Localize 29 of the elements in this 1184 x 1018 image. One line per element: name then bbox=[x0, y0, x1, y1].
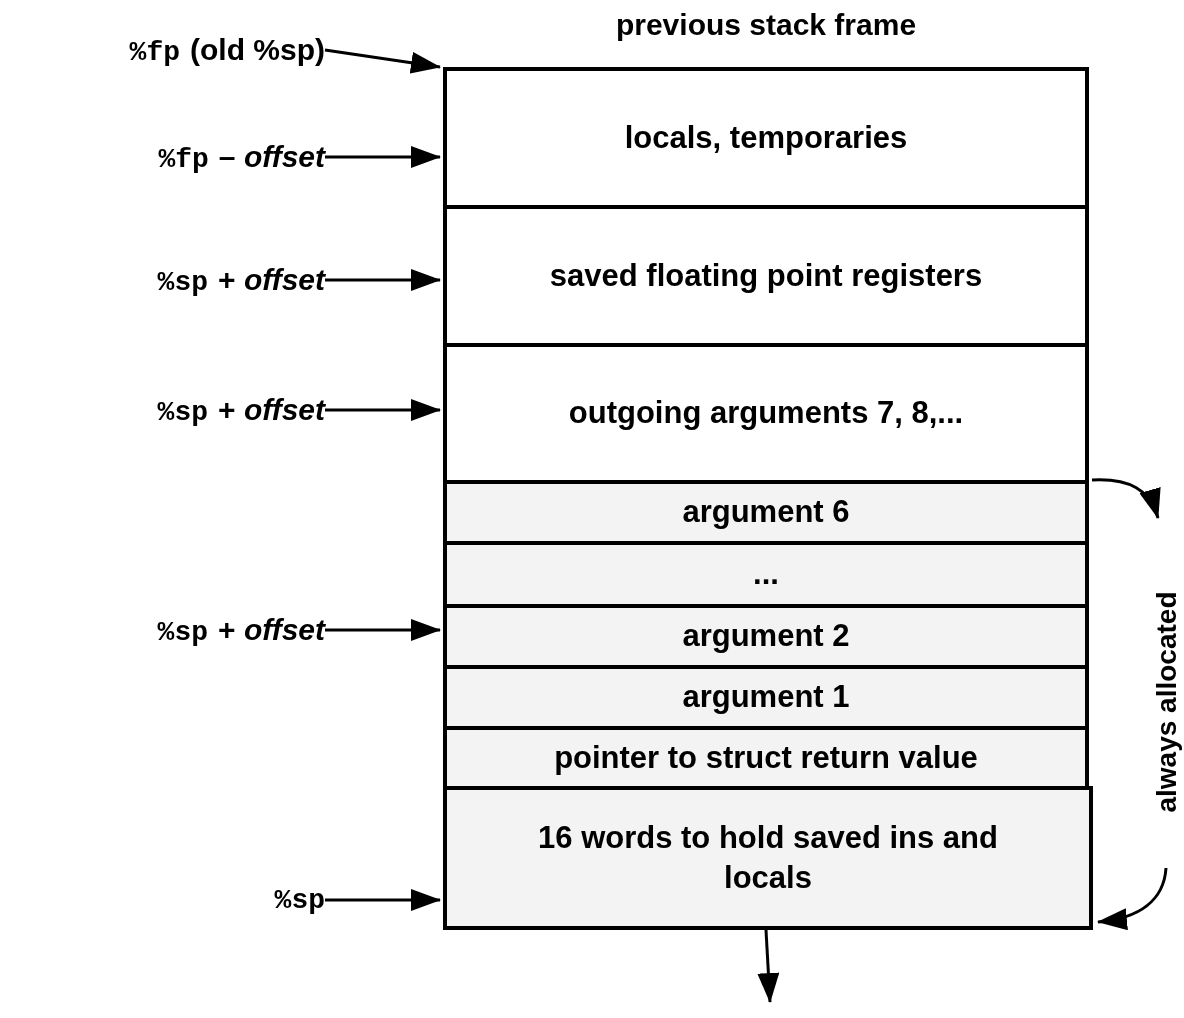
slot-label: outgoing arguments 7, 8,... bbox=[567, 394, 965, 433]
arrow bbox=[325, 269, 441, 291]
slot-label: locals, temporaries bbox=[623, 118, 909, 157]
slot-label: 16 words to hold saved ins and locals bbox=[537, 818, 999, 897]
register-label: %fp bbox=[158, 143, 209, 175]
register-label: %sp bbox=[157, 266, 208, 298]
register-label: %sp bbox=[157, 616, 208, 648]
offset-label: (old %sp) bbox=[190, 32, 325, 67]
arrow bbox=[325, 146, 441, 168]
slot-label: pointer to struct return value bbox=[553, 738, 979, 777]
arrow bbox=[325, 889, 441, 911]
arrow bbox=[324, 48, 441, 74]
register-label: %sp bbox=[157, 396, 208, 428]
stack-slot bbox=[443, 786, 1093, 930]
arrow bbox=[325, 399, 441, 421]
slot-label: saved floating point registers bbox=[548, 256, 984, 295]
slot-label: argument 1 bbox=[681, 678, 851, 717]
register-label: %fp bbox=[129, 36, 180, 68]
arrow bbox=[325, 619, 441, 641]
slot-label: argument 2 bbox=[681, 617, 851, 656]
offset-label: + offset bbox=[218, 612, 325, 647]
offset-label: + offset bbox=[218, 262, 325, 297]
heading-text: previous stack frame bbox=[615, 8, 917, 42]
offset-label: – offset bbox=[218, 139, 325, 174]
slot-label: ... bbox=[752, 555, 780, 594]
slot-label: argument 6 bbox=[681, 493, 851, 532]
offset-label: + offset bbox=[218, 392, 325, 427]
register-label: %sp bbox=[274, 884, 325, 916]
arrow bbox=[757, 929, 780, 1003]
